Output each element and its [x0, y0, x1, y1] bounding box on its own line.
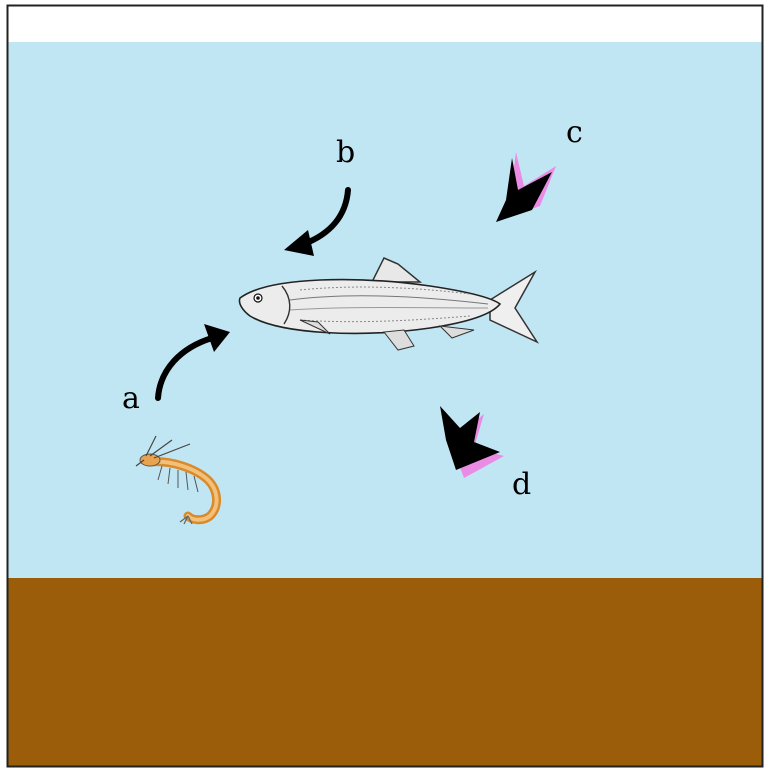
sky-band [8, 6, 762, 42]
label-b: b [336, 138, 355, 168]
label-c: c [566, 118, 583, 148]
sediment-layer [8, 578, 762, 766]
label-a: a [122, 384, 140, 414]
label-d: d [512, 470, 531, 500]
